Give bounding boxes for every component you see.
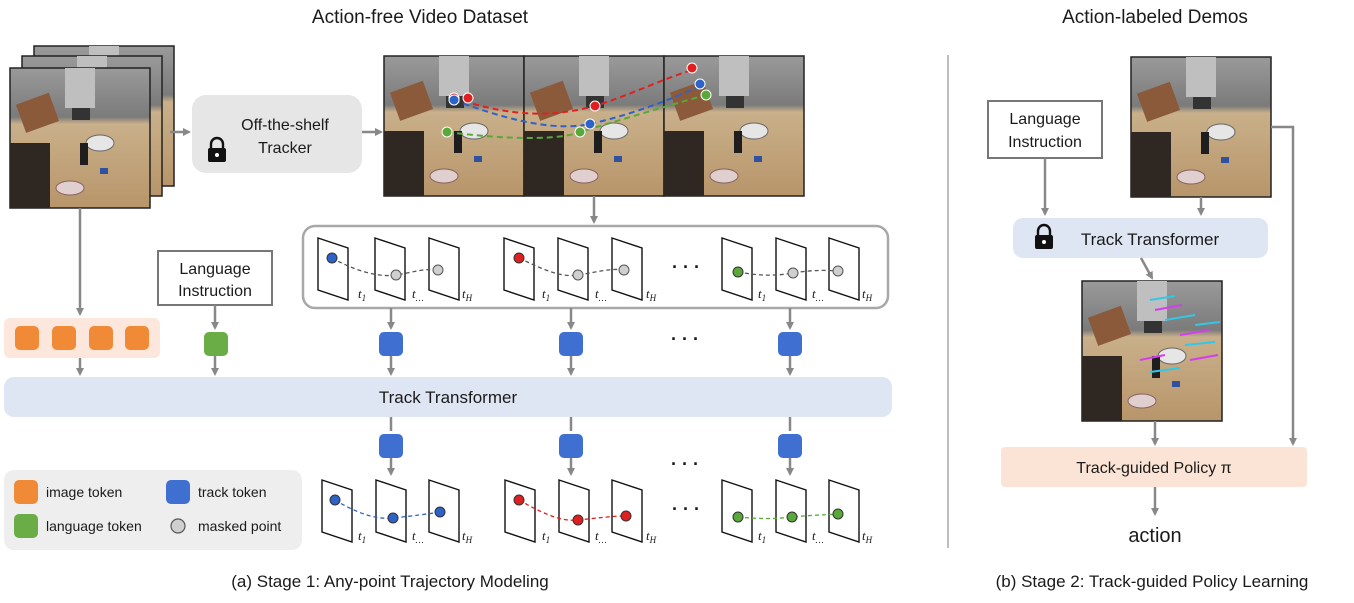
language-line1: Language (179, 261, 250, 278)
stage2-track-transformer: Track Transformer (1013, 218, 1268, 258)
stage1-caption: (a) Stage 1: Any-point Trajectory Modeli… (231, 572, 549, 591)
time-labels-bottom: t1 t… tH t1 t… tH t1 t… tH (358, 528, 873, 545)
svg-text:tH: tH (646, 286, 657, 303)
policy-label: Track-guided Policy π (1076, 460, 1231, 477)
lock-icon (208, 136, 226, 162)
tracker-label-line1: Off-the-shelf (241, 117, 329, 134)
svg-text:t…: t… (812, 286, 824, 303)
predicted-track-1 (321, 479, 460, 543)
svg-text:t1: t1 (542, 286, 550, 303)
tracked-video-frames (383, 55, 805, 197)
language-instruction-box: Language Instruction (157, 250, 273, 306)
stage2-language-line2: Instruction (1008, 134, 1082, 151)
svg-text:tH: tH (646, 528, 657, 545)
ellipsis-top: · · · (672, 257, 700, 277)
time-labels-top: t1 t… tH t1 t… tH t1 t… tH (358, 286, 873, 303)
svg-text:t…: t… (812, 528, 824, 545)
masked-track-2 (503, 237, 643, 301)
off-the-shelf-tracker: Off-the-shelf Tracker (192, 95, 362, 173)
image-tokens (4, 318, 160, 358)
svg-text:t…: t… (595, 286, 607, 303)
svg-text:t1: t1 (358, 528, 366, 545)
stage2-caption: (b) Stage 2: Track-guided Policy Learnin… (996, 572, 1309, 591)
track-tokens-output (379, 417, 802, 476)
legend-masked-point: masked point (198, 518, 281, 534)
svg-text:tH: tH (462, 528, 473, 545)
stage2-language-instruction-box: Language Instruction (987, 100, 1103, 159)
svg-text:t1: t1 (758, 528, 766, 545)
predicted-track-3 (721, 479, 860, 543)
track-guided-policy: Track-guided Policy π (1001, 447, 1307, 487)
stage2-track-transformer-label: Track Transformer (1081, 230, 1220, 249)
legend-language-token: language token (46, 518, 142, 534)
lock-icon (1035, 223, 1053, 249)
masked-track-3 (721, 237, 860, 301)
svg-text:tH: tH (862, 528, 873, 545)
svg-text:t…: t… (412, 528, 424, 545)
ellipsis-tokens-top: · · · (671, 329, 699, 349)
legend-track-token: track token (198, 484, 266, 500)
svg-text:t1: t1 (358, 286, 366, 303)
language-line2: Instruction (178, 283, 252, 300)
legend: image token track token language token m… (4, 470, 302, 550)
track-transformer-label: Track Transformer (379, 388, 518, 407)
svg-text:tH: tH (462, 286, 473, 303)
svg-text:t1: t1 (542, 528, 550, 545)
predicted-track-2 (504, 479, 643, 543)
masked-track-1 (317, 237, 460, 301)
ellipsis-tokens-bottom: · · · (671, 454, 699, 474)
input-video-stack (9, 45, 175, 209)
svg-text:t1: t1 (758, 286, 766, 303)
demo-frame (1130, 56, 1272, 198)
action-label: action (1128, 525, 1181, 547)
svg-text:t…: t… (595, 528, 607, 545)
svg-text:t…: t… (412, 286, 424, 303)
language-token (204, 332, 228, 356)
ellipsis-bottom: · · · (672, 499, 700, 519)
legend-image-token: image token (46, 484, 122, 500)
svg-text:tH: tH (862, 286, 873, 303)
masked-track-group (301, 224, 890, 310)
predicted-tracks-frame (1081, 280, 1223, 422)
stage1-title: Action-free Video Dataset (312, 7, 529, 28)
tracker-label-line2: Tracker (258, 140, 312, 157)
stage2-title: Action-labeled Demos (1062, 7, 1248, 28)
stage2-language-line1: Language (1009, 111, 1080, 128)
track-transformer: Track Transformer (4, 377, 892, 417)
track-tokens-input (379, 308, 802, 356)
